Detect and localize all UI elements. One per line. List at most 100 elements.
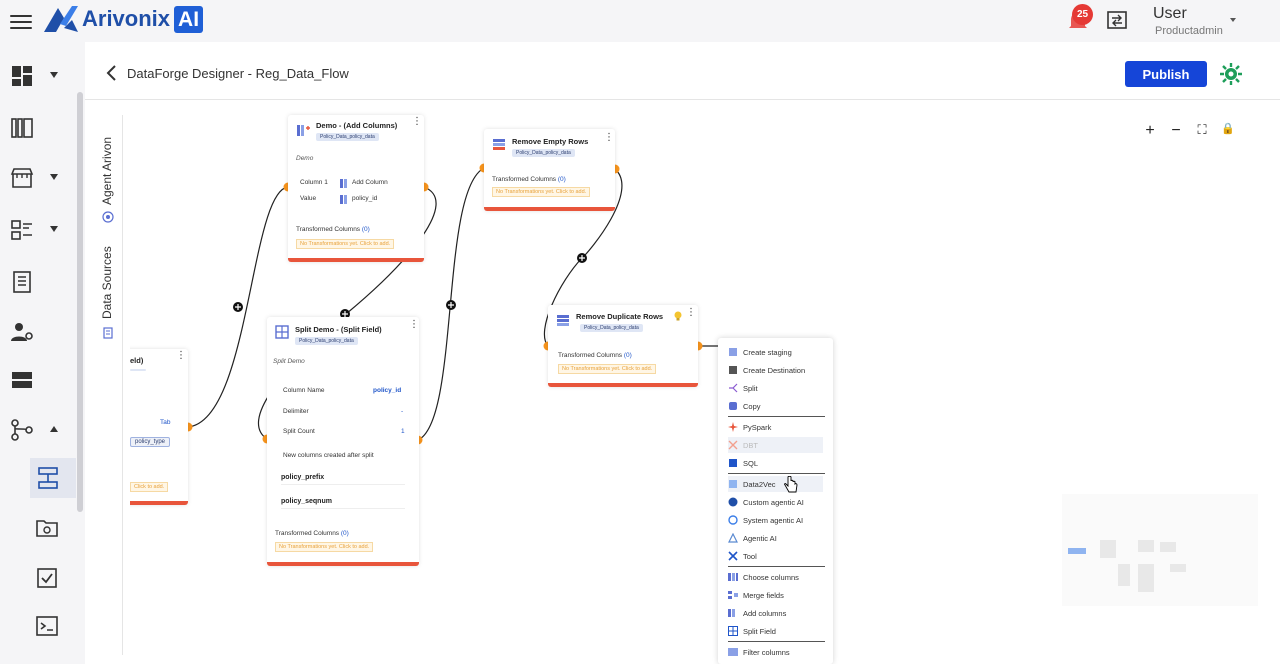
- add-connector-icon[interactable]: [233, 302, 243, 312]
- lock-button[interactable]: 🔒: [1221, 123, 1235, 135]
- document-icon: [13, 271, 31, 293]
- context-menu: Create staging Create Destination Split …: [718, 338, 833, 664]
- menu-item-split-field[interactable]: Split Field: [728, 623, 823, 639]
- sidebar-item-storage[interactable]: [0, 360, 76, 400]
- node-add-columns[interactable]: Demo - (Add Columns) Policy_Data_policy_…: [288, 115, 424, 262]
- logo-mark-icon: [44, 6, 78, 32]
- tab-data-sources[interactable]: Data Sources: [95, 239, 123, 349]
- menu-divider: [728, 416, 825, 417]
- sidebar-item-tasks[interactable]: [25, 558, 75, 598]
- chevron-down-icon: [50, 226, 58, 232]
- menu-item-filter-columns[interactable]: Filter columns: [728, 644, 823, 660]
- database-icon: [103, 327, 113, 339]
- back-arrow-icon[interactable]: [103, 63, 119, 83]
- node-menu-icon[interactable]: ⋮: [176, 350, 186, 361]
- designer-header: DataForge Designer - Reg_Data_Flow Publi…: [85, 48, 1280, 100]
- menu-item-split[interactable]: Split: [728, 380, 823, 396]
- node-remove-duplicate-rows[interactable]: Remove Duplicate Rows Policy_Data_policy…: [548, 305, 698, 387]
- sidebar-scrollbar[interactable]: [77, 92, 83, 512]
- merge-icon: [728, 591, 738, 599]
- git-branch-icon: [11, 419, 33, 441]
- sidebar-item-dataforge[interactable]: [30, 458, 76, 498]
- node-split-field[interactable]: Split Demo - (Split Field) Policy_Data_p…: [267, 317, 419, 566]
- menu-item-custom-agentic-ai[interactable]: Custom agentic AI: [728, 494, 823, 510]
- menu-item-add-columns[interactable]: Add columns: [728, 605, 823, 621]
- side-panel-tabs: Agent Arivon Data Sources: [95, 115, 123, 655]
- sidebar-item-terminal[interactable]: [25, 606, 75, 646]
- sidebar-item-store[interactable]: [0, 158, 76, 198]
- zoom-out-button[interactable]: −: [1171, 122, 1181, 139]
- sidebar-item-workflows[interactable]: [0, 210, 76, 250]
- split-field-icon: [275, 325, 289, 339]
- user-name[interactable]: User: [1153, 5, 1187, 22]
- menu-item-tool[interactable]: Tool: [728, 548, 823, 564]
- hand-cursor-icon: [784, 476, 798, 493]
- menu-divider: [728, 641, 825, 642]
- spark-icon: [728, 422, 738, 432]
- sidebar-item-reports[interactable]: [0, 262, 76, 302]
- add-columns-icon: [728, 609, 735, 617]
- menu-item-pyspark[interactable]: PySpark: [728, 419, 823, 435]
- node-partial-split-field[interactable]: eld) ⋮ Tab policy_type Click to add.: [130, 349, 188, 505]
- transformed-columns: Transformed Columns (0): [296, 226, 370, 233]
- sidebar: [0, 42, 85, 664]
- lightbulb-icon[interactable]: [674, 311, 682, 321]
- library-icon: [11, 118, 33, 138]
- menu-item-merge-fields[interactable]: Merge fields: [728, 587, 823, 603]
- columns-icon: [728, 573, 738, 581]
- node-remove-empty-rows[interactable]: Remove Empty Rows Policy_Data_policy_dat…: [484, 129, 615, 211]
- add-connector-icon[interactable]: [446, 300, 456, 310]
- menu-item-data2vec[interactable]: Data2Vec: [728, 476, 823, 492]
- sidebar-item-library[interactable]: [0, 108, 76, 148]
- server-icon: [12, 372, 32, 388]
- tool-icon: [728, 551, 738, 561]
- menu-divider: [728, 473, 825, 474]
- destination-icon: [729, 366, 737, 374]
- split-field-icon: [728, 626, 738, 636]
- sidebar-item-users[interactable]: [0, 312, 76, 352]
- menu-item-create-destination[interactable]: Create Destination: [728, 362, 823, 378]
- sidebar-item-files[interactable]: [25, 508, 75, 548]
- zoom-controls: + − ⛶ 🔒: [1138, 120, 1244, 146]
- transformed-columns: Transformed Columns (0): [275, 530, 349, 537]
- menu-item-dbt[interactable]: DBT: [728, 437, 823, 453]
- staging-icon: [729, 348, 737, 356]
- menu-item-copy[interactable]: Copy: [728, 398, 823, 414]
- add-connector-icon[interactable]: [340, 309, 350, 319]
- chevron-down-icon: [50, 174, 58, 180]
- menu-item-system-agentic-ai[interactable]: System agentic AI: [728, 512, 823, 528]
- menu-item-create-staging[interactable]: Create staging: [728, 344, 823, 360]
- column-icon: [340, 195, 347, 204]
- notification-badge[interactable]: 25: [1072, 4, 1093, 25]
- agent-icon: [102, 211, 114, 223]
- remove-rows-icon: [493, 139, 505, 150]
- sidebar-item-dashboard[interactable]: [0, 56, 76, 96]
- zoom-in-button[interactable]: +: [1145, 122, 1155, 139]
- publish-button[interactable]: Publish: [1125, 61, 1207, 87]
- split-icon: [729, 383, 738, 393]
- page-title: DataForge Designer - Reg_Data_Flow: [127, 66, 349, 81]
- minimap[interactable]: [1062, 494, 1258, 606]
- logo-text: Arivonix: [82, 6, 171, 31]
- switch-app-icon[interactable]: [1106, 9, 1128, 31]
- filter-icon: [728, 648, 738, 656]
- node-menu-icon[interactable]: ⋮: [409, 319, 419, 330]
- custom-ai-icon: [728, 497, 738, 507]
- tab-agent-arivon[interactable]: Agent Arivon: [95, 115, 123, 225]
- node-menu-icon[interactable]: ⋮: [412, 116, 422, 127]
- sql-icon: [729, 459, 737, 467]
- flow-canvas[interactable]: eld) ⋮ Tab policy_type Click to add. Dem…: [130, 101, 1280, 664]
- logo[interactable]: Arivonix AI: [42, 4, 204, 34]
- settings-gear-icon[interactable]: [1219, 62, 1243, 86]
- sidebar-item-pipelines[interactable]: [0, 410, 76, 450]
- user-settings-icon: [11, 323, 33, 341]
- add-connector-icon[interactable]: [577, 253, 587, 263]
- node-menu-icon[interactable]: ⋮: [604, 132, 614, 143]
- fit-view-button[interactable]: ⛶: [1197, 122, 1207, 137]
- menu-item-choose-columns[interactable]: Choose columns: [728, 569, 823, 585]
- chevron-down-icon[interactable]: [1230, 18, 1236, 22]
- menu-icon[interactable]: [10, 11, 32, 31]
- node-menu-icon[interactable]: ⋮: [686, 307, 696, 318]
- menu-item-sql[interactable]: SQL: [728, 455, 823, 471]
- menu-item-agentic-ai[interactable]: Agentic AI: [728, 530, 823, 546]
